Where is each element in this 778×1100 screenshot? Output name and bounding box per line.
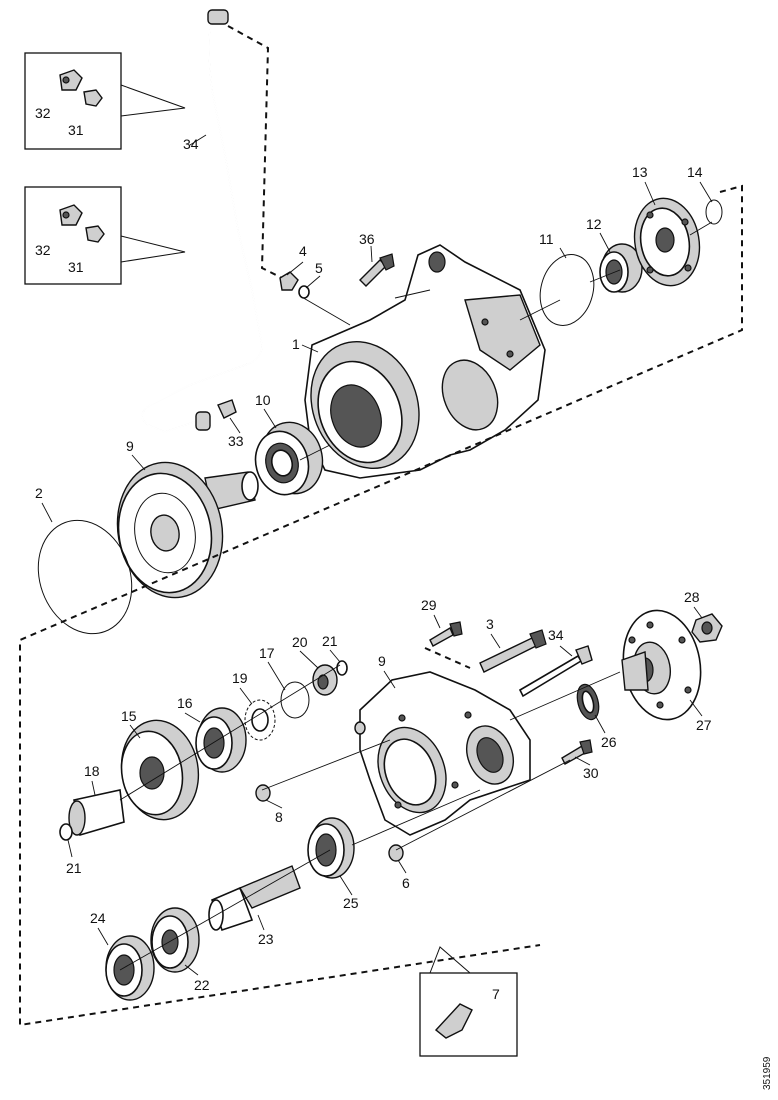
- housing: [304, 244, 546, 479]
- callout-32-middle: 32: [35, 242, 51, 258]
- callout-14: 14: [687, 164, 703, 180]
- callout-6: 6: [402, 875, 410, 891]
- washer-22: [150, 907, 200, 973]
- callout-8: 8: [275, 809, 283, 825]
- callout-12: 12: [586, 216, 602, 232]
- oil-pipe: [141, 9, 263, 433]
- callout-22: 22: [194, 977, 210, 993]
- callout-2: 2: [35, 485, 43, 501]
- circlip-11: [539, 254, 595, 326]
- callout-18: 18: [84, 763, 100, 779]
- callout-21-right: 21: [322, 633, 338, 649]
- bearing-16: [195, 707, 247, 773]
- ring-21-right: [336, 660, 348, 676]
- callout-30: 30: [583, 765, 599, 781]
- callout-9-upper: 9: [126, 438, 134, 454]
- callout-24: 24: [90, 910, 106, 926]
- nut-4: [279, 271, 299, 291]
- callout-34-lower: 34: [548, 627, 564, 643]
- dashed-guide-29: [424, 647, 471, 669]
- callout-1: 1: [292, 336, 300, 352]
- dashed-guide-upper: [227, 25, 283, 279]
- flange-shaft-9-upper: [116, 461, 259, 599]
- callout-4: 4: [299, 243, 307, 259]
- seal-26: [576, 683, 600, 721]
- callout-32-upper: 32: [35, 105, 51, 121]
- bolt-36: [359, 253, 395, 287]
- bolt-3: [479, 629, 547, 673]
- callout-23: 23: [258, 931, 274, 947]
- bearing-10: [254, 421, 324, 496]
- bolt-30: [561, 739, 593, 765]
- callout-11: 11: [539, 231, 554, 247]
- callout-5: 5: [315, 260, 323, 276]
- flange-13: [633, 197, 701, 287]
- axis-line-lower: [119, 664, 621, 971]
- bolt-29: [429, 621, 463, 647]
- gear-15: [120, 719, 200, 821]
- housing-9-lower: [359, 671, 531, 836]
- shaft-23: [208, 865, 301, 932]
- callout-27: 27: [696, 717, 712, 733]
- callout-31-upper: 31: [68, 122, 84, 138]
- callout-13: 13: [632, 164, 648, 180]
- pin-8: [255, 784, 271, 802]
- callout-9-lower: 9: [378, 653, 386, 669]
- callout-29: 29: [421, 597, 437, 613]
- callout-33: 33: [228, 433, 244, 449]
- shaft-18: [68, 789, 125, 837]
- lockwasher-19: [244, 699, 276, 741]
- callout-19: 19: [232, 670, 248, 686]
- bolt-34: [518, 645, 593, 698]
- ring-14: [705, 199, 723, 225]
- nut-28: [691, 613, 723, 643]
- leader-lines: [41, 134, 713, 976]
- inset-box-middle: [24, 186, 186, 285]
- drawing-reference-code: 351959: [762, 1056, 773, 1090]
- callout-17: 17: [259, 645, 275, 661]
- bearing-25: [307, 817, 355, 879]
- inset-box-upper: [24, 52, 186, 150]
- nut-20: [312, 664, 338, 696]
- callout-7: 7: [492, 986, 500, 1002]
- axis-line-upper: [299, 221, 713, 461]
- pin-8b: [354, 721, 366, 735]
- callout-25: 25: [343, 895, 359, 911]
- callout-labels: 32 31 34 32 31 4 5 36 1 11 12 13 14 10 3…: [35, 105, 712, 1002]
- circlip-17: [280, 681, 310, 719]
- callout-28: 28: [684, 589, 700, 605]
- callout-16: 16: [177, 695, 193, 711]
- callout-31-middle: 31: [68, 259, 84, 275]
- bearing-24: [105, 935, 155, 1001]
- callout-21-left: 21: [66, 860, 82, 876]
- callout-3: 3: [486, 616, 494, 632]
- callout-10: 10: [255, 392, 271, 408]
- callout-26: 26: [601, 734, 617, 750]
- o-ring-2: [37, 519, 133, 635]
- stud-33: [217, 399, 237, 419]
- flange-27: [621, 609, 702, 721]
- pin-6: [388, 844, 404, 862]
- ring-21-left: [59, 823, 73, 841]
- callout-20: 20: [292, 634, 308, 650]
- inset-box-lower: [419, 946, 518, 1057]
- callout-15: 15: [121, 708, 137, 724]
- callout-36: 36: [359, 231, 375, 247]
